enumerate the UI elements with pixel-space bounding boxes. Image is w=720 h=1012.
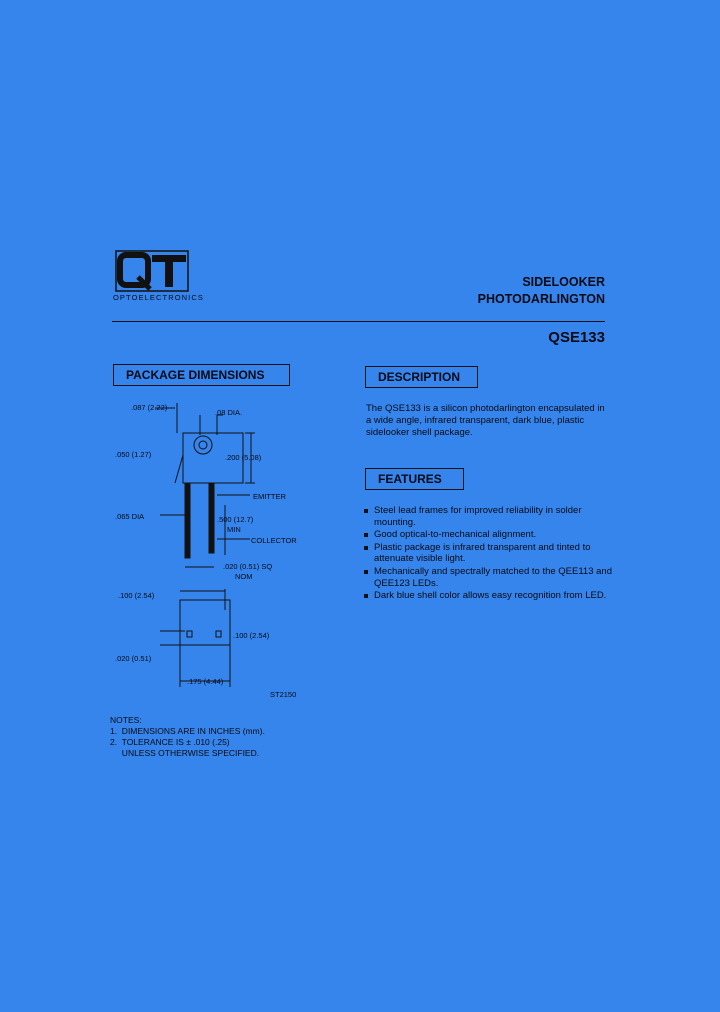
package-dimension-drawing: .087 (2.22) .08 DIA. .050 (1.27) .200 (5… xyxy=(115,403,297,699)
feature-item: Dark blue shell color allows easy recogn… xyxy=(362,590,617,602)
collector-label: COLLECTOR xyxy=(251,536,297,545)
note-item: 1. DIMENSIONS ARE IN INCHES (mm). xyxy=(110,726,265,736)
notes-block: NOTES: 1. DIMENSIONS ARE IN INCHES (mm).… xyxy=(110,715,265,759)
dim-087-label: .087 (2.22) xyxy=(131,403,168,412)
features-list: Steel lead frames for improved reliabili… xyxy=(362,505,617,603)
product-title-line2: PHOTODARLINGTON xyxy=(477,292,605,306)
brand-name: OPTOELECTRONICS xyxy=(113,293,204,302)
package-dimensions-heading: PACKAGE DIMENSIONS xyxy=(113,364,290,386)
dim-175-label: .175 (4.44) xyxy=(187,677,224,686)
emitter-label: EMITTER xyxy=(253,492,286,501)
description-heading: DESCRIPTION xyxy=(365,366,478,388)
notes-title: NOTES: xyxy=(110,715,142,725)
dim-050-label: .050 (1.27) xyxy=(115,450,152,459)
dim-100-top-label: .100 (2.54) xyxy=(118,591,155,600)
header-rule xyxy=(112,321,605,322)
note-item: 2. TOLERANCE IS ± .010 (.25) xyxy=(110,737,230,747)
dim-nom-label: NOM xyxy=(235,572,253,581)
features-heading: FEATURES xyxy=(365,468,464,490)
drawing-number-label: ST2150 xyxy=(270,690,296,699)
dim-020-label: .020 (0.51) xyxy=(115,654,152,663)
qt-logo xyxy=(114,249,190,305)
dim-08-dia-label: .08 DIA. xyxy=(215,408,242,417)
description-text: The QSE133 is a silicon photodarlington … xyxy=(366,403,605,438)
dim-500-label: .500 (12.7) xyxy=(217,515,254,524)
feature-item: Mechanically and spectrally matched to t… xyxy=(362,566,617,589)
feature-item: Steel lead frames for improved reliabili… xyxy=(362,505,617,528)
dim-100-side-label: .100 (2.54) xyxy=(233,631,270,640)
dim-020-sq-label: .020 (0.51) SQ xyxy=(223,562,272,571)
dim-200-label: .200 (5.08) xyxy=(225,453,262,462)
dim-min-label: MIN xyxy=(227,525,241,534)
dim-065-dia-label: .065 DIA xyxy=(115,512,144,521)
note-item: UNLESS OTHERWISE SPECIFIED. xyxy=(110,748,260,758)
feature-item: Good optical-to-mechanical alignment. xyxy=(362,529,617,541)
part-number: QSE133 xyxy=(548,329,605,346)
product-title-line1: SIDELOOKER xyxy=(522,275,605,289)
feature-item: Plastic package is infrared transparent … xyxy=(362,542,617,565)
